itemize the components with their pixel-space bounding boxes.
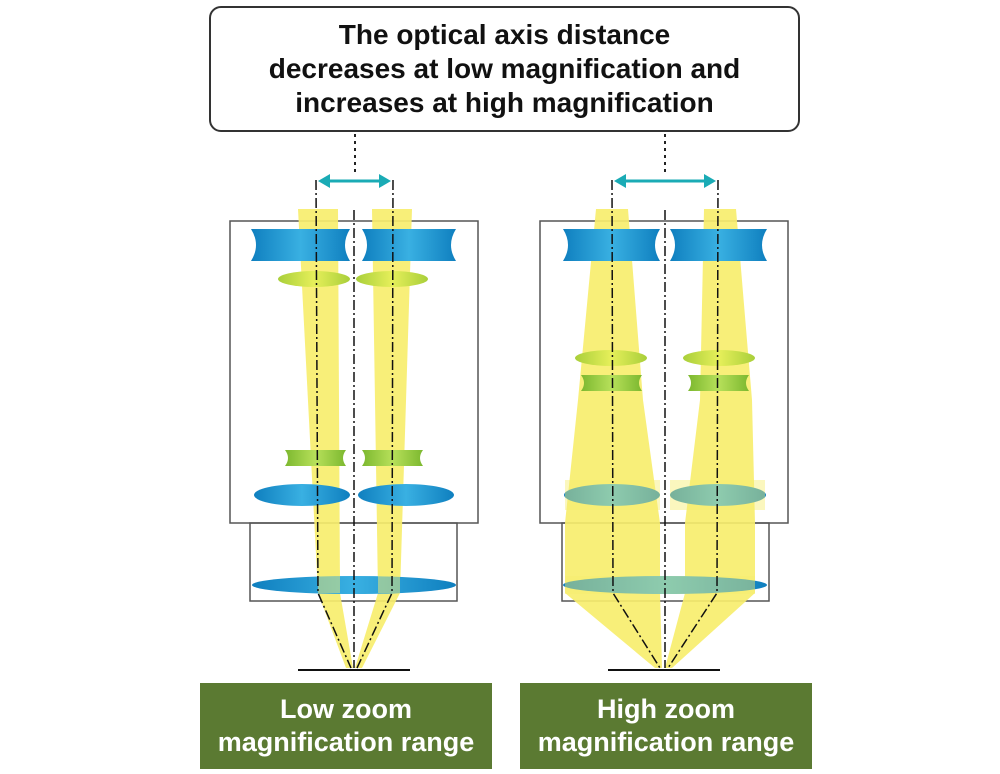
high-convex-lens-left <box>564 484 660 506</box>
low-zoom-label-box: Low zoom magnification range <box>200 683 492 769</box>
high-zoom-panel <box>539 174 789 671</box>
low-zoom-panel <box>229 174 479 671</box>
high-arrowhead-left <box>614 174 626 188</box>
high-beam-overlay-objective <box>565 576 755 594</box>
high-green-lens-left <box>581 375 642 391</box>
high-small-lens-left <box>575 350 647 366</box>
low-arrowhead-left <box>318 174 330 188</box>
high-concave-lens-right <box>670 229 767 261</box>
high-right-optical-axis <box>667 179 719 669</box>
high-small-lens-right <box>683 350 755 366</box>
high-zoom-label-box: High zoom magnification range <box>520 683 812 769</box>
low-small-lens-left <box>278 271 350 287</box>
high-left-optical-axis <box>611 179 661 669</box>
low-arrowhead-right <box>379 174 391 188</box>
low-beam-overlay-right <box>378 570 400 593</box>
callout-text: The optical axis distance decreases at l… <box>268 19 741 118</box>
high-concave-lens-left <box>563 229 660 261</box>
high-zoom-label: High zoom magnification range <box>537 694 795 757</box>
low-left-beam <box>298 209 353 668</box>
high-left-beam <box>565 209 662 668</box>
high-green-lens-right <box>688 375 749 391</box>
low-beam-overlay <box>318 570 340 593</box>
low-small-lens-right <box>356 271 428 287</box>
high-arrowhead-right <box>704 174 716 188</box>
low-green-lens-left <box>285 450 346 466</box>
callout-box: The optical axis distance decreases at l… <box>209 6 800 132</box>
low-concave-lens-left <box>251 229 350 261</box>
low-concave-lens-right <box>362 229 456 261</box>
low-zoom-label: Low zoom magnification range <box>217 694 475 757</box>
low-convex-lens-right <box>358 484 454 506</box>
low-convex-lens-left <box>254 484 350 506</box>
low-right-beam <box>355 209 412 668</box>
low-right-optical-axis <box>356 179 394 669</box>
high-convex-lens-right <box>670 484 766 506</box>
high-right-beam <box>665 209 755 668</box>
